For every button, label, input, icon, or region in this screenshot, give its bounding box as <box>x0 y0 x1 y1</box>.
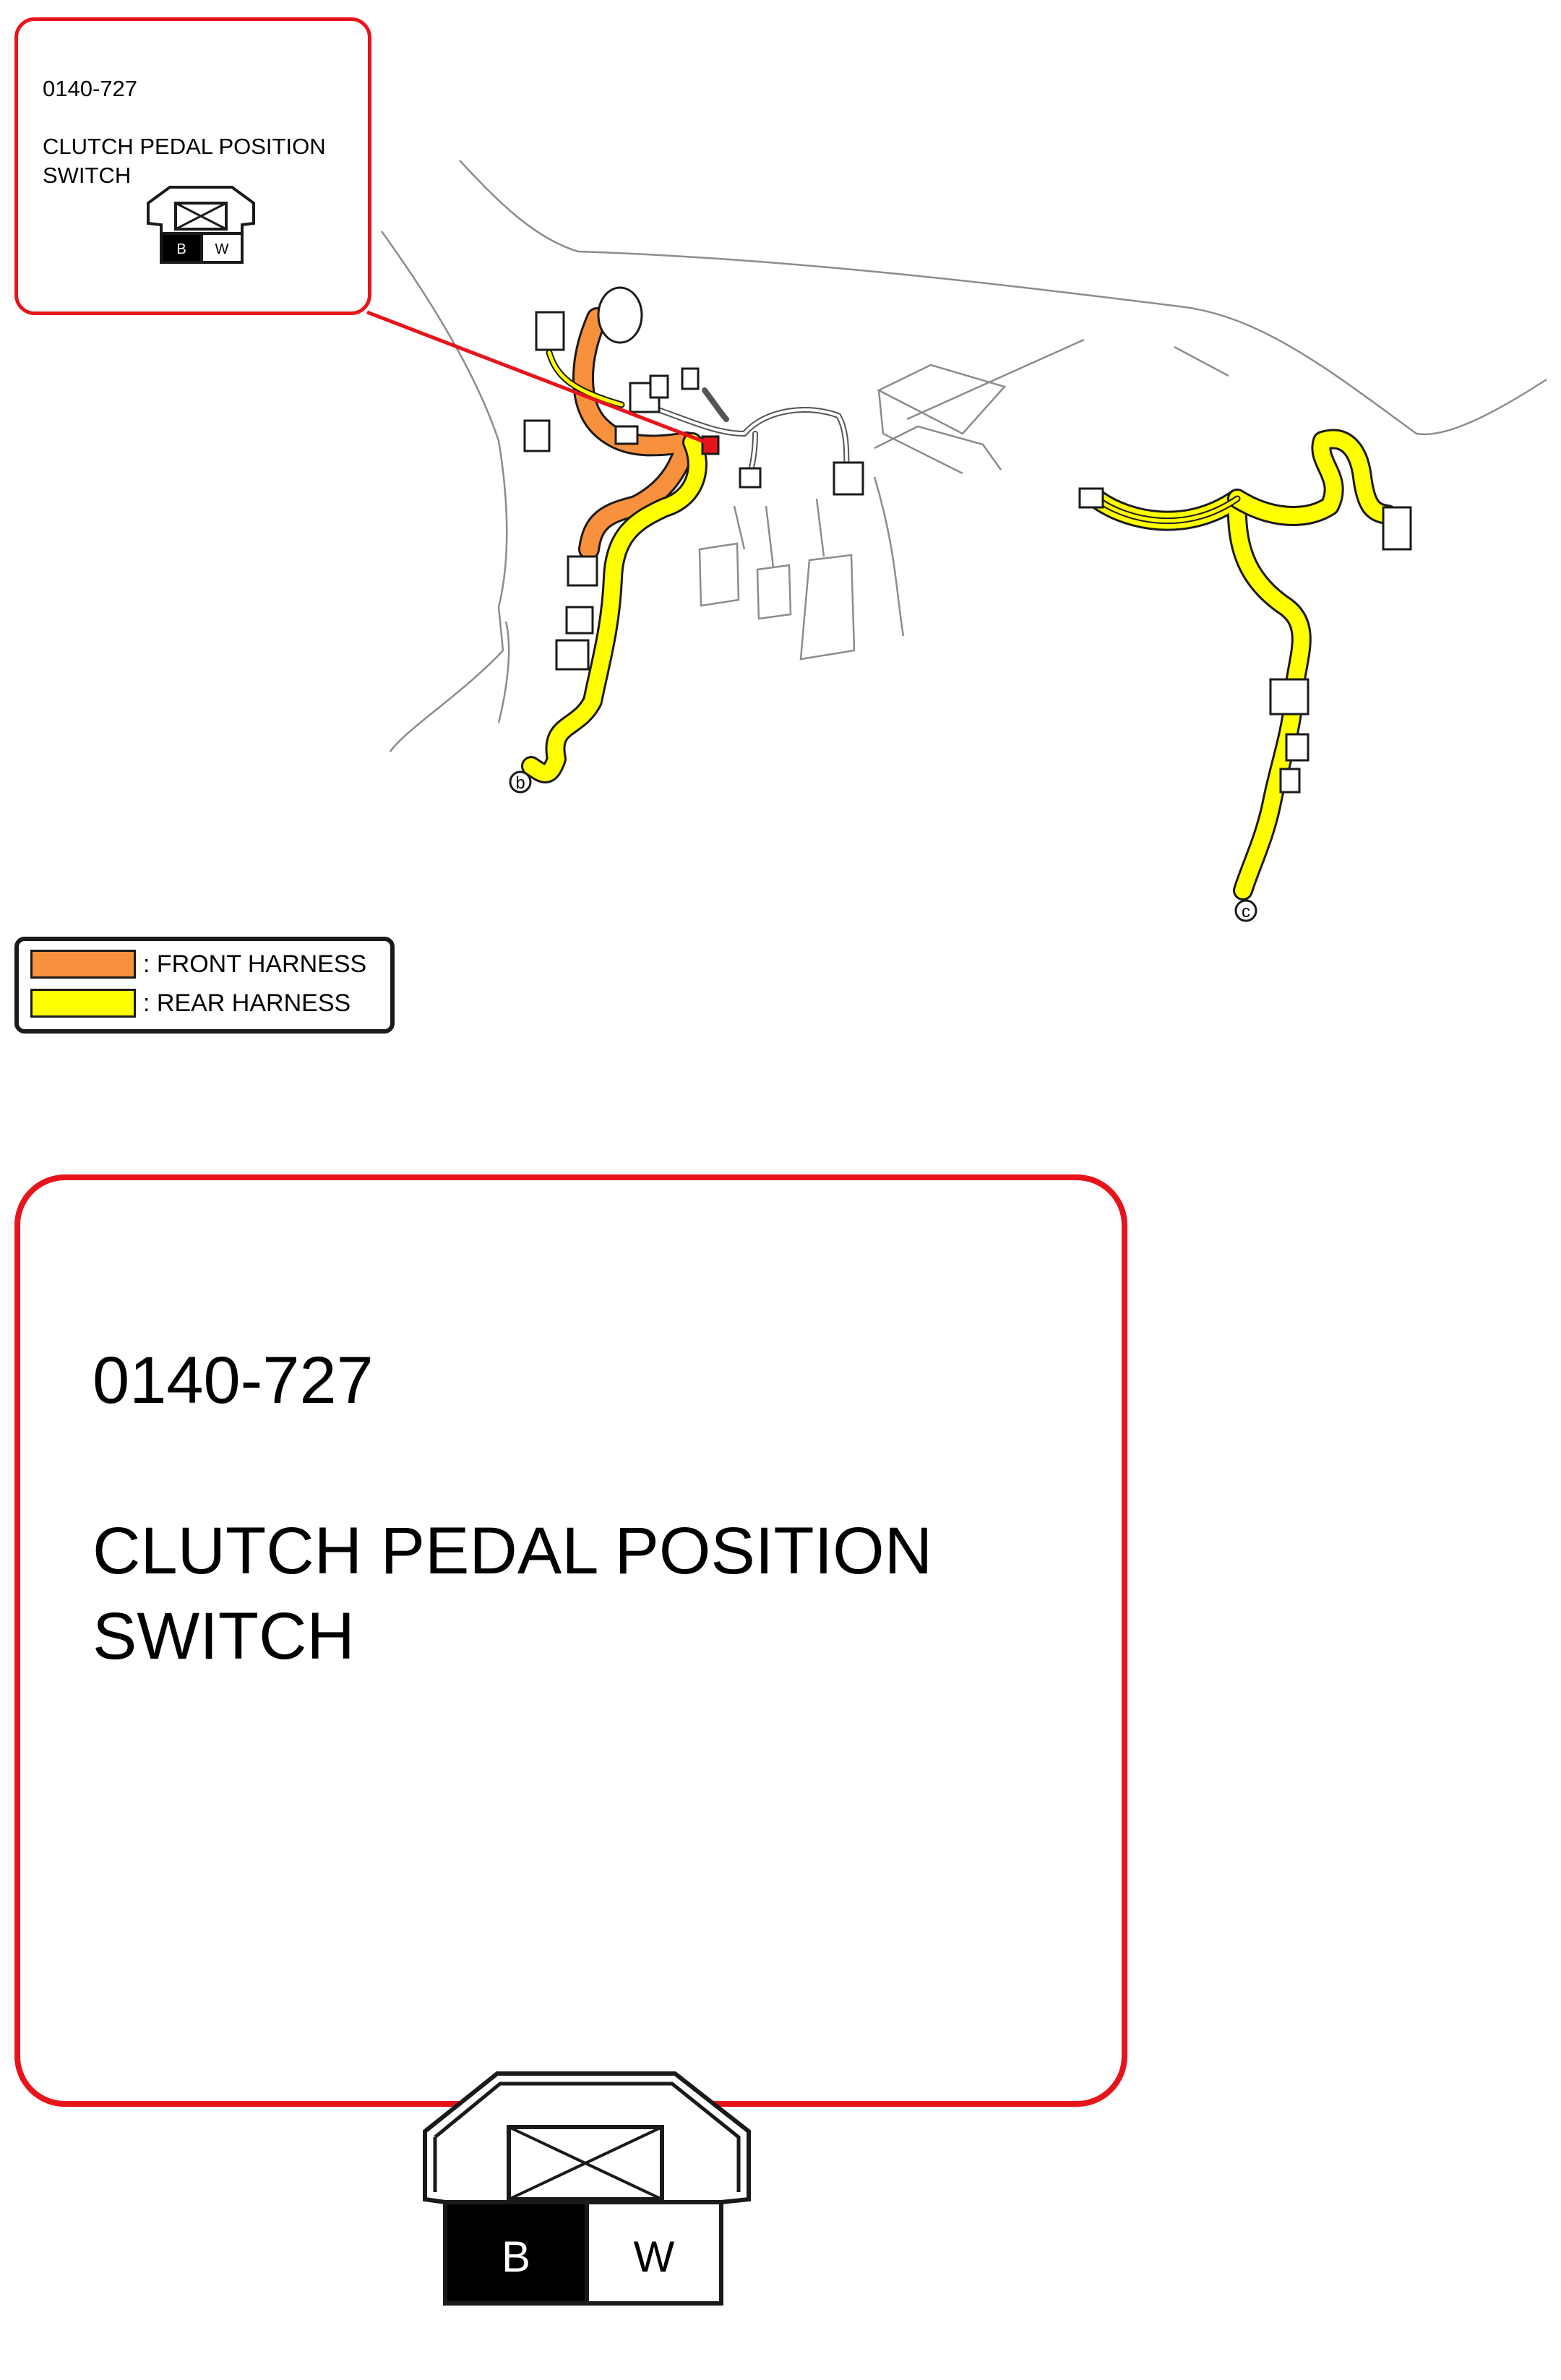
connector-code-large: 0140-727 <box>93 1344 374 1417</box>
connector-cluster-right <box>1078 487 1412 794</box>
legend-swatch-rear <box>30 989 136 1018</box>
callout-large-title: 0140-727 CLUTCH PEDAL POSITION SWITCH <box>93 1253 932 1679</box>
grommet <box>597 286 643 344</box>
rear-harness-right <box>1088 429 1398 901</box>
legend-item-front: : FRONT HARNESS <box>30 948 366 980</box>
connector-callout-small: 0140-727 CLUTCH PEDAL POSITION SWITCH B … <box>14 17 371 315</box>
pin-b-large: B <box>502 2233 530 2281</box>
callout-small-title: 0140-727 CLUTCH PEDAL POSITION SWITCH <box>43 46 326 190</box>
marker-b: b <box>509 770 532 794</box>
legend-item-rear: : REAR HARNESS <box>30 987 351 1019</box>
connector-face-small: B W <box>147 186 255 264</box>
marker-c-label: c <box>1242 902 1250 922</box>
connector-cluster <box>523 311 864 671</box>
callout-leader-line <box>366 310 710 446</box>
connector-code: 0140-727 <box>43 76 138 101</box>
marker-c: c <box>1234 899 1257 922</box>
legend-swatch-front <box>30 950 136 979</box>
legend-label-rear: : REAR HARNESS <box>143 989 351 1017</box>
marker-b-label: b <box>515 773 525 793</box>
pin-w-large: W <box>634 2233 675 2281</box>
connector-name: CLUTCH PEDAL POSITION SWITCH <box>43 134 326 188</box>
legend-label-front: : FRONT HARNESS <box>143 950 367 978</box>
harness-legend: : FRONT HARNESS : REAR HARNESS <box>14 937 395 1034</box>
rear-harness-left <box>521 349 708 783</box>
pin-w-small: W <box>215 241 229 257</box>
clutch-pedal-switch-connector <box>701 435 720 455</box>
dashboard-outline <box>380 160 1547 752</box>
connector-face-large: B W <box>423 2071 751 2306</box>
harness-illustration: b c <box>366 160 1547 922</box>
connector-name-large: CLUTCH PEDAL POSITION SWITCH <box>93 1514 933 1673</box>
pin-b-small: B <box>176 241 186 257</box>
connector-callout-large: 0140-727 CLUTCH PEDAL POSITION SWITCH B … <box>14 1174 1127 2306</box>
